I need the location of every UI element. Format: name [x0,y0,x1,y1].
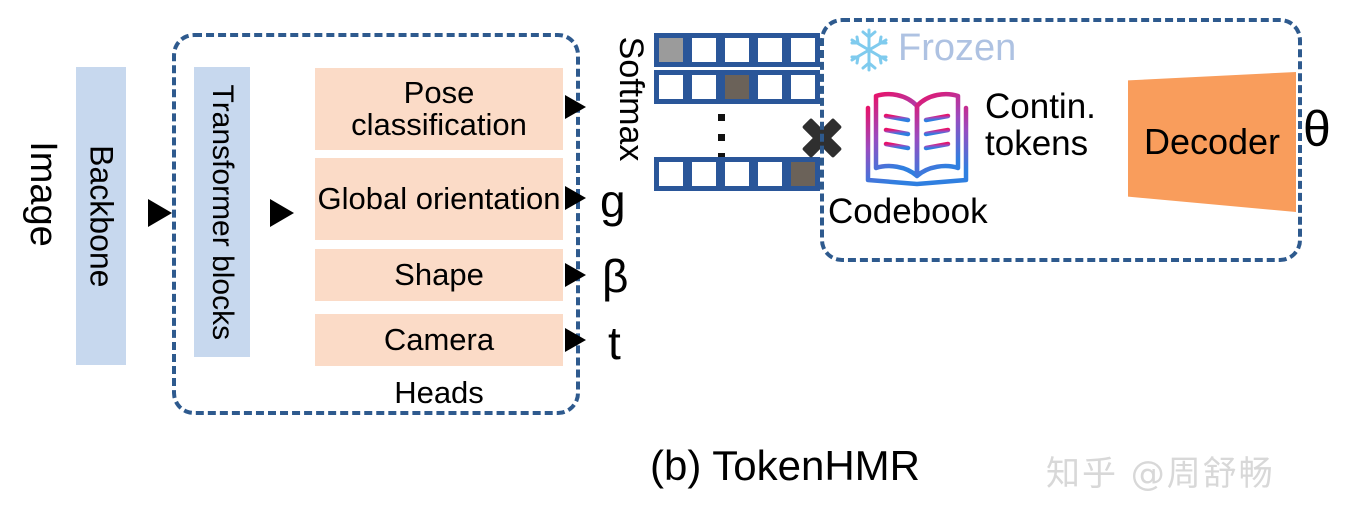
contin-tokens-label: Contin. tokens [985,87,1096,164]
token-row [654,70,820,104]
frozen-label: Frozen [898,27,1017,69]
token-cell [687,70,721,104]
token-cell [720,70,754,104]
arrow-transformer-to-heads [270,199,294,227]
token-cell [720,157,754,191]
output-symbol-beta: β [602,250,629,302]
backbone-block: Backbone [76,67,126,365]
token-grid-last-row [654,157,820,191]
transformer-blocks-block: Transformer blocks [194,67,250,357]
token-cell [687,33,721,67]
open-book-icon [858,84,976,188]
arrow-backbone-to-transformer [148,199,172,227]
heads-group-label: Heads [394,375,484,410]
image-label-text: Image [22,141,65,247]
output-symbol-g: g [600,175,626,227]
token-cell [687,157,721,191]
token-cell [753,70,787,104]
token-cell [654,33,688,67]
arrow-head-shape-output [565,263,586,287]
token-cell [720,33,754,67]
token-cell [753,33,787,67]
codebook-dashed-group [820,18,1302,262]
image-label: Image [21,129,65,259]
token-cell [654,157,688,191]
softmax-label-text: Softmax [612,36,651,162]
token-cell [786,157,820,191]
backbone-label: Backbone [83,144,120,288]
codebook-label: Codebook [828,192,988,231]
decoder-block: Decoder [1128,72,1296,212]
token-cell [786,70,820,104]
theta-output-label: θ [1303,101,1331,157]
head-pose-classification: Pose classification [315,68,563,150]
snowflake-icon [845,26,893,74]
token-cell [786,33,820,67]
token-cell [753,157,787,191]
token-grid [654,33,820,104]
token-row [654,33,820,67]
output-symbol-t: t [608,317,621,369]
head-global-orientation: Global orientation [315,158,563,240]
token-cell [654,70,688,104]
encoder-dashed-group [172,33,580,415]
transformer-blocks-label: Transformer blocks [206,84,240,340]
softmax-label: Softmax [611,19,651,179]
head-shape: Shape [315,249,563,301]
head-camera: Camera [315,314,563,366]
watermark: 知乎 @周舒畅 [1046,454,1275,494]
token-rows-ellipsis [718,114,725,160]
arrow-head-pose-output [565,95,586,119]
token-row [654,157,820,191]
figure-caption: (b) TokenHMR [650,442,920,489]
arrow-head-orientation-output [565,186,586,210]
arrow-head-camera-output [565,328,586,352]
